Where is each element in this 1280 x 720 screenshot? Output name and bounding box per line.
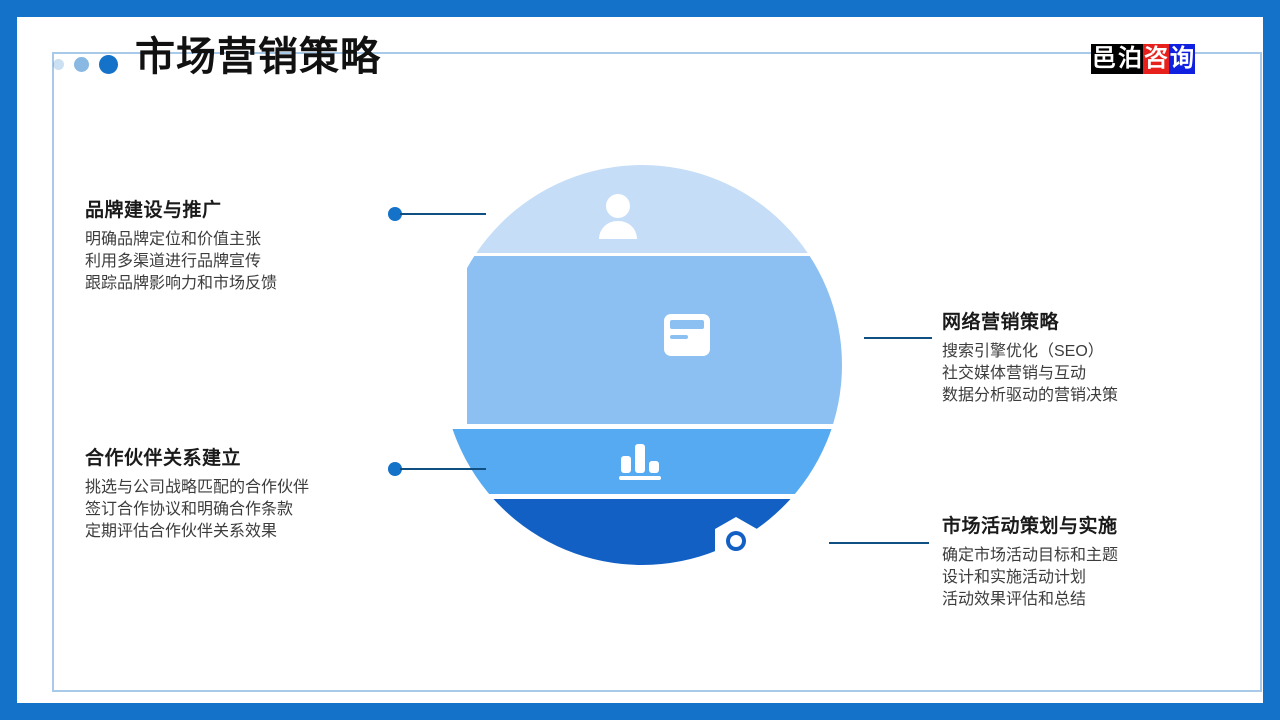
connector-brand [388,207,498,221]
block-heading-partner: 合作伙伴关系建立 [85,448,242,469]
block-heading-online: 网络营销策略 [942,312,1060,333]
connector-line [400,213,486,215]
block-line-event-2: 设计和实施活动计划 [942,569,1087,586]
logo-char-2: 泊 [1117,44,1143,74]
header-dots-decoration [53,55,125,74]
block-line-online-1: 搜索引擎优化（SEO） [942,343,1104,360]
block-line-brand-3: 跟踪品牌影响力和市场反馈 [85,275,278,292]
connector-online [864,337,934,340]
block-line-partner-2: 签订合作协议和明确合作条款 [85,501,294,518]
person-icon [599,194,637,239]
funnel-band-1 [442,165,842,253]
block-heading-event: 市场活动策划与实施 [942,516,1118,537]
page-title: 市场营销策略 [135,35,381,79]
credit-card-icon [664,314,710,356]
brand-logo: 邑 泊 咨 询 [1091,44,1195,74]
block-line-brand-2: 利用多渠道进行品牌宣传 [85,253,262,270]
connector-line [829,542,929,544]
header-dot-large [99,55,118,74]
bar-chart-icon [619,444,661,480]
block-line-online-2: 社交媒体营销与互动 [942,365,1087,382]
text-block-event: 市场活动策划与实施 确定市场活动目标和主题 设计和实施活动计划 活动效果评估和总… [942,511,1118,611]
funnel-band-2-fill [467,256,842,424]
connector-dot [388,207,402,221]
block-line-event-1: 确定市场活动目标和主题 [942,547,1119,564]
block-line-online-3: 数据分析驱动的营销决策 [942,387,1119,404]
funnel-band-4-fill [472,499,842,565]
connector-event [829,542,939,545]
text-block-online: 网络营销策略 搜索引擎优化（SEO） 社交媒体营销与互动 数据分析驱动的营销决策 [942,307,1118,407]
block-line-partner-3: 定期评估合作伙伴关系效果 [85,523,278,540]
header-dot-small [53,59,64,70]
slide-inner-surface: 市场营销策略 邑 泊 咨 询 [17,17,1263,703]
logo-char-3: 咨 [1143,44,1169,74]
hex-nut-icon [715,517,757,564]
block-line-brand-1: 明确品牌定位和价值主张 [85,231,262,248]
connector-line [400,468,486,470]
text-block-brand: 品牌建设与推广 明确品牌定位和价值主张 利用多渠道进行品牌宣传 跟踪品牌影响力和… [85,195,277,295]
connector-line [864,337,932,339]
block-line-event-3: 活动效果评估和总结 [942,591,1087,608]
header-dot-medium [74,57,89,72]
logo-char-1: 邑 [1091,44,1117,74]
layered-circle-funnel-graphic [442,165,872,585]
funnel-band-4 [472,499,872,585]
text-block-partner: 合作伙伴关系建立 挑选与公司战略匹配的合作伙伴 签订合作协议和明确合作条款 定期… [85,443,309,543]
logo-char-4: 询 [1169,44,1195,74]
block-line-partner-1: 挑选与公司战略匹配的合作伙伴 [85,479,310,496]
connector-dot [388,462,402,476]
funnel-band-3 [446,429,846,494]
funnel-band-1-fill [442,165,842,253]
funnel-band-2 [467,256,867,424]
connector-partner [388,462,498,476]
block-heading-brand: 品牌建设与推广 [85,200,222,221]
